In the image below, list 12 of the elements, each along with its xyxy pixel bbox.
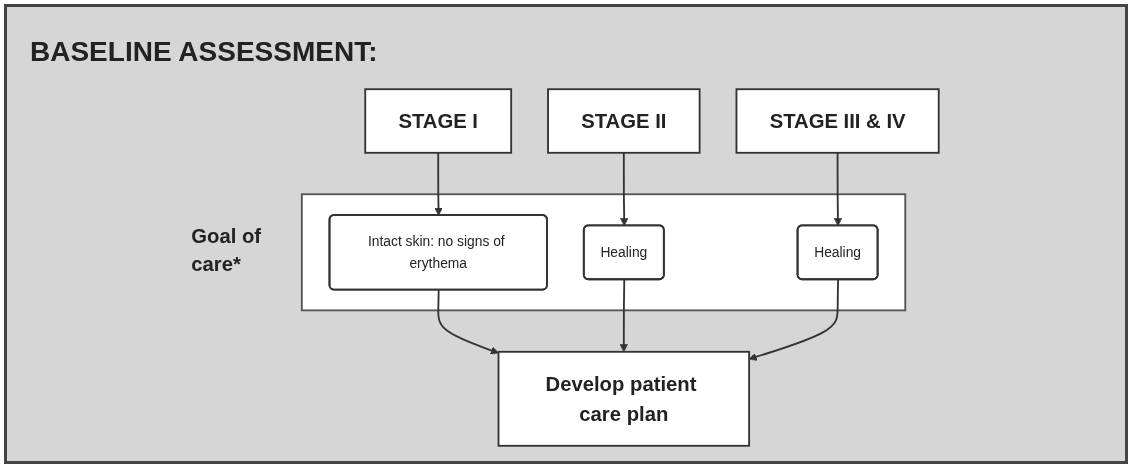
node-label: Goal of care*	[191, 224, 262, 276]
node-box: Develop patient care plan	[497, 350, 751, 447]
node-box: STAGE III & IV	[735, 88, 940, 154]
arrow	[434, 151, 443, 216]
node-box: STAGE II	[547, 88, 701, 154]
arrow	[620, 151, 629, 227]
arrow	[833, 151, 842, 227]
node-box: STAGE I	[364, 88, 513, 154]
title: BASELINE ASSESSMENT:	[30, 36, 378, 68]
cluster	[300, 193, 907, 312]
arrow	[437, 289, 499, 355]
arrow	[619, 278, 628, 353]
